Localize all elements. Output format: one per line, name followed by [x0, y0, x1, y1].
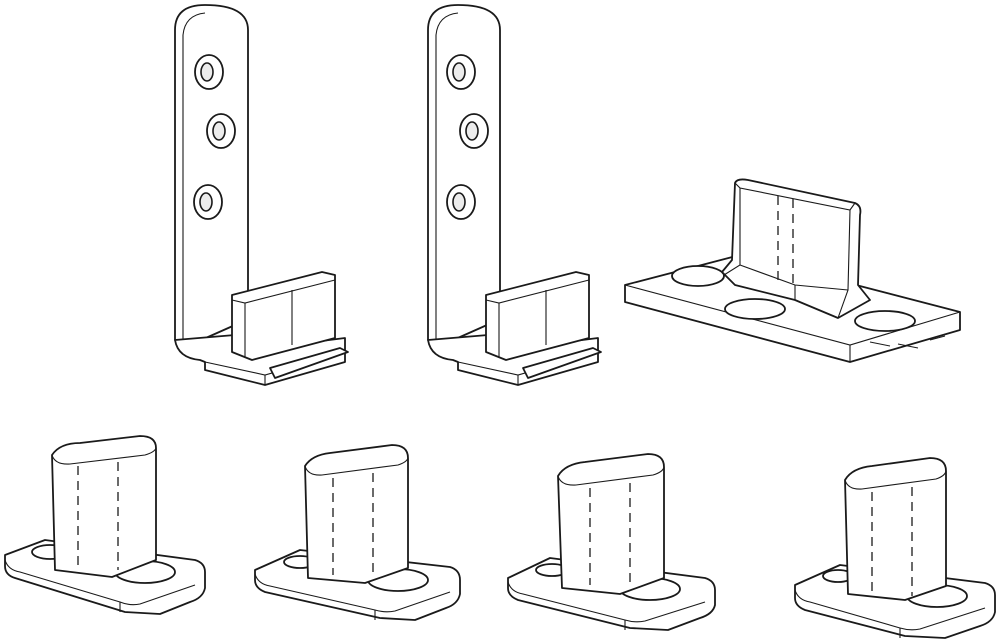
plate-hole	[724, 298, 786, 320]
t-guide-3	[507, 453, 716, 631]
screw-hole	[459, 113, 489, 149]
screw-hole	[194, 54, 224, 90]
l-bracket-guide-1	[174, 4, 349, 386]
screw-hole	[446, 54, 476, 90]
l-bracket-guide-2	[427, 4, 602, 386]
t-guide-4	[794, 457, 996, 639]
screw-hole	[446, 184, 476, 220]
plate-guide	[624, 178, 961, 363]
plate-hole	[854, 310, 916, 332]
t-guide-2	[254, 444, 461, 621]
plate-hole	[671, 265, 725, 287]
screw-hole	[206, 113, 236, 149]
screw-hole	[193, 184, 223, 220]
t-guide-1	[4, 435, 206, 615]
